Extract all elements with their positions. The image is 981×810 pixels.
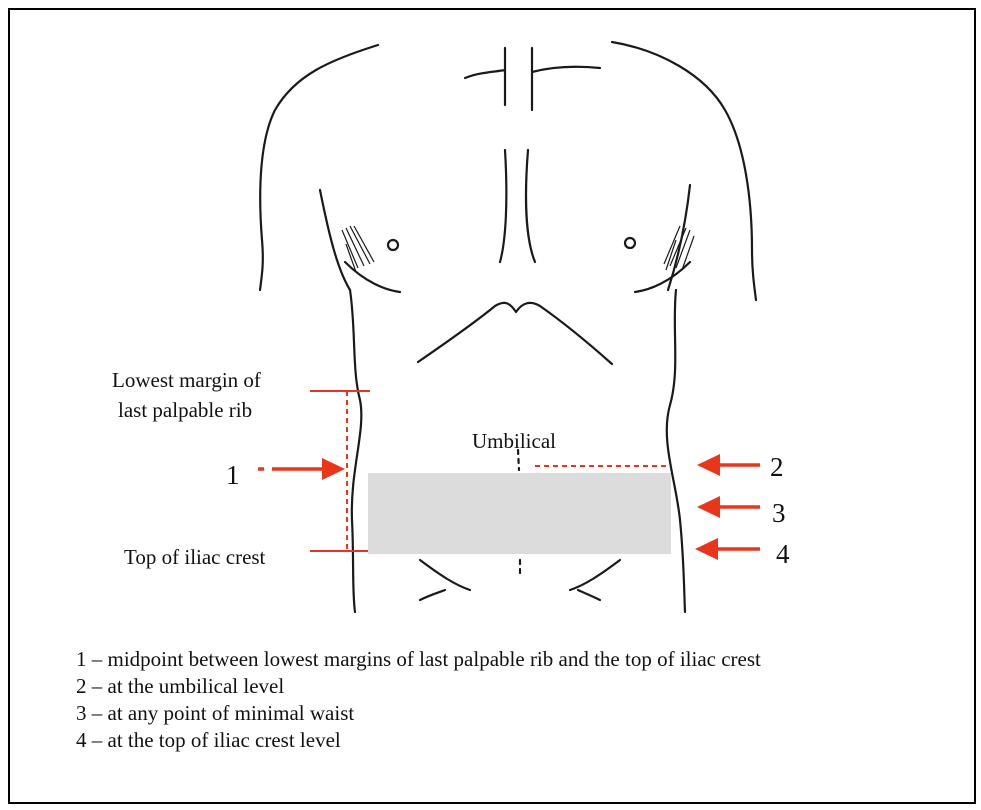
rib-label-line2: last palpable rib [118, 400, 252, 421]
arrow-2-left-arrow-icon [697, 454, 760, 476]
measurement-band [368, 473, 671, 554]
umbilical-label: Umbilical [472, 431, 556, 452]
legend-item-1: 1 – midpoint between lowest margins of l… [76, 646, 761, 673]
legend-item-2: 2 – at the umbilical level [76, 673, 761, 700]
marker-number-3: 3 [772, 500, 786, 527]
legend-item-3: 3 – at any point of minimal waist [76, 700, 761, 727]
rib-label-line1: Lowest margin of [112, 370, 261, 391]
marker-number-1: 1 [226, 462, 240, 489]
marker-number-4: 4 [776, 541, 790, 568]
legend: 1 – midpoint between lowest margins of l… [76, 646, 761, 754]
marker-number-2: 2 [770, 454, 784, 481]
arrow-1-right-arrow-icon [258, 458, 345, 480]
arrow-4-left-arrow-icon [695, 538, 760, 560]
arrow-3-left-arrow-icon [697, 496, 760, 518]
iliac-label: Top of iliac crest [124, 547, 265, 568]
legend-item-4: 4 – at the top of iliac crest level [76, 727, 761, 754]
